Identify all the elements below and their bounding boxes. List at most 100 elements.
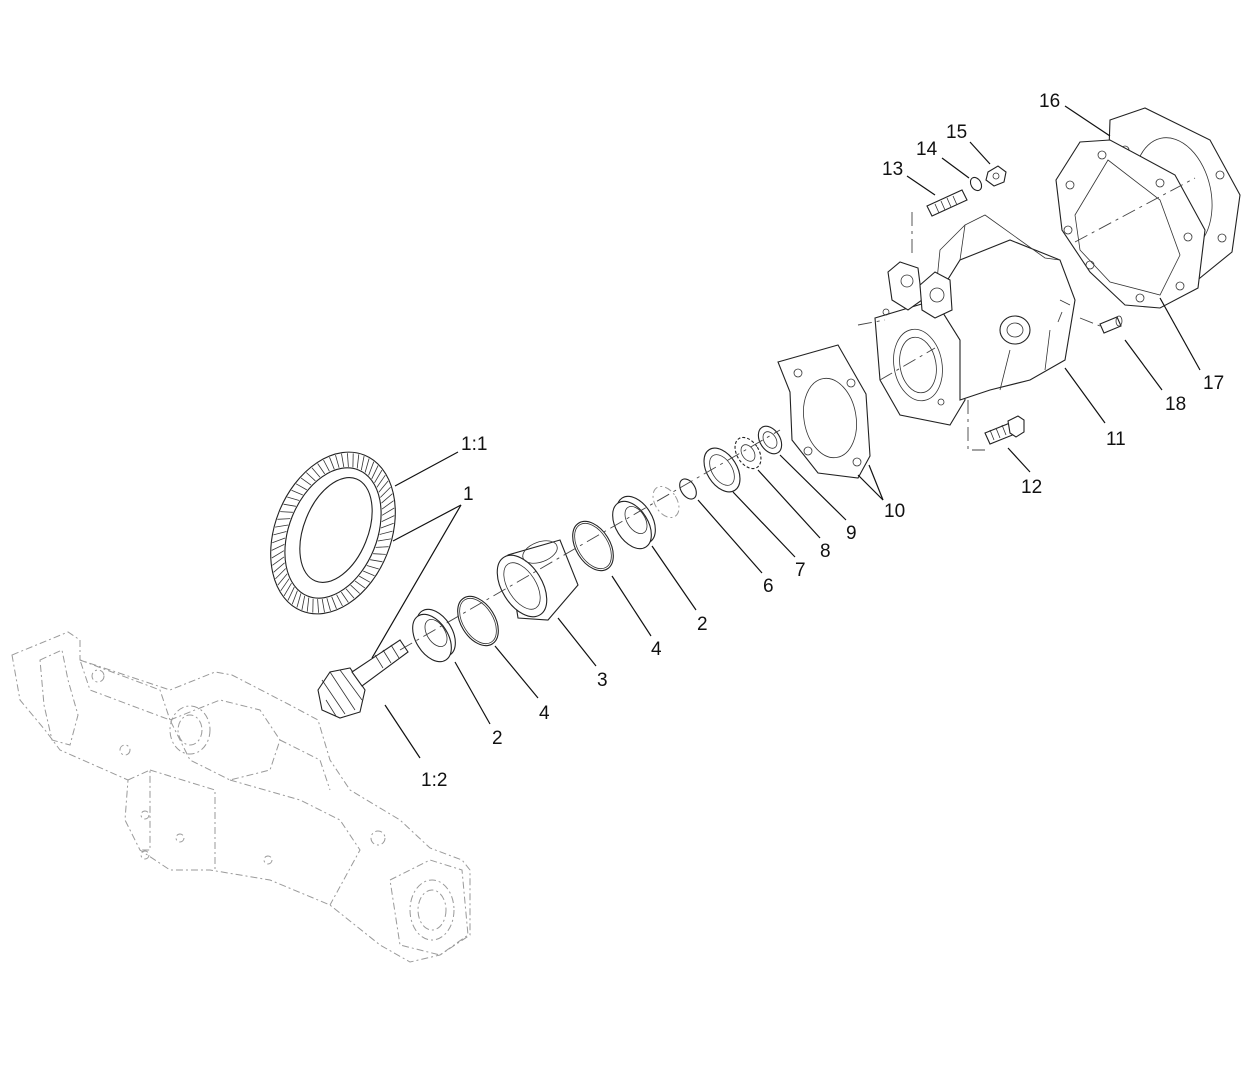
gear-tooth <box>295 483 307 491</box>
gear-tooth <box>323 459 330 472</box>
gear-tooth <box>381 515 395 522</box>
gear-tooth <box>280 511 293 513</box>
snap-ring-4b <box>572 520 614 572</box>
gear-tooth <box>311 467 321 478</box>
gear-tooth <box>354 580 366 589</box>
gear-tooth <box>360 455 365 471</box>
gear-tooth <box>363 570 375 577</box>
gear-tooth <box>283 503 296 507</box>
gear-tooth <box>321 598 325 613</box>
callout-2a: 2 <box>492 728 503 749</box>
gear-tooth <box>273 562 285 573</box>
callout-11: 11 <box>1106 429 1126 450</box>
gear-tooth <box>381 493 393 504</box>
seal-7 <box>703 447 741 493</box>
gear-tooth <box>283 582 292 597</box>
gear-tooth <box>379 530 393 535</box>
bearing-2a <box>412 608 456 663</box>
gear-tooth <box>345 588 355 599</box>
gear-tooth <box>377 538 391 542</box>
callout-16: 16 <box>1039 91 1060 112</box>
gear-tooth <box>287 586 295 601</box>
gear-tooth <box>277 573 288 586</box>
gear-tooth <box>326 598 331 612</box>
callout-4a: 4 <box>539 703 550 724</box>
callout-4b: 4 <box>651 639 662 660</box>
gear-tooth <box>380 486 391 498</box>
gear-tooth <box>271 544 285 551</box>
gear-tooth <box>356 454 360 469</box>
nut-15 <box>985 165 1007 187</box>
gear-tooth <box>374 469 383 484</box>
gear-tooth <box>271 550 285 559</box>
gear-tooth <box>370 559 383 563</box>
dowel-18 <box>1099 315 1123 334</box>
callout-9: 9 <box>846 523 857 544</box>
gear-tooth <box>366 565 379 570</box>
callout-18: 18 <box>1165 394 1186 415</box>
gear-tooth <box>273 531 287 536</box>
pinion-gear <box>317 639 409 719</box>
callout-7: 7 <box>795 560 806 581</box>
callout-8: 8 <box>820 541 831 562</box>
gasket-17 <box>1055 139 1206 309</box>
callout-3: 3 <box>597 670 608 691</box>
gear-tooth <box>306 472 316 482</box>
gear-tooth <box>280 578 290 592</box>
gear-tooth <box>275 568 286 580</box>
gear-tooth <box>335 454 340 468</box>
gear-tooth <box>329 457 335 470</box>
spacer-ghost <box>652 485 680 519</box>
callout-10: 10 <box>884 501 905 522</box>
gear-tooth <box>272 537 286 544</box>
callout-1-2: 1:2 <box>421 770 447 791</box>
callout-12: 12 <box>1021 477 1042 498</box>
gear-tooth <box>368 461 375 476</box>
gear-tooth <box>340 591 349 603</box>
callout-2b: 2 <box>697 614 708 635</box>
callout-17: 17 <box>1203 373 1224 394</box>
gear-tooth <box>277 518 291 520</box>
gear-tooth <box>291 590 298 605</box>
gear-tooth <box>341 453 345 468</box>
gear-tooth <box>376 474 386 488</box>
gear-tooth <box>275 524 289 528</box>
gear-tooth <box>300 477 312 486</box>
gear-tooth <box>364 458 370 473</box>
bolt-12 <box>984 415 1025 445</box>
axle-housing-ghost <box>11 631 471 963</box>
gear-tooth <box>317 463 326 475</box>
gear-tooth <box>378 480 389 493</box>
o-ring-6 <box>679 478 697 500</box>
gasket-10 <box>777 344 871 479</box>
gear-tooth <box>291 489 303 496</box>
assembly-centerlines <box>399 177 1196 651</box>
gear-tooth <box>306 597 310 612</box>
gear-tooth <box>373 553 386 555</box>
callouts: 1:1 1 1:2 2 4 3 4 2 6 7 8 9 10 11 12 13 … <box>421 91 1224 791</box>
stud-13 <box>926 189 968 217</box>
gear-tooth <box>350 584 360 594</box>
gear-tooth <box>359 575 371 583</box>
snap-ring-4a <box>457 595 499 647</box>
gear-tooth <box>380 522 394 529</box>
callout-6: 6 <box>763 576 774 597</box>
gear-tooth <box>347 453 349 467</box>
gear-tooth <box>381 500 394 510</box>
callout-1: 1 <box>463 484 474 505</box>
nut-9 <box>757 425 783 455</box>
gear-tooth <box>336 594 343 607</box>
ring-gear <box>270 451 396 615</box>
gear-tooth <box>287 496 300 501</box>
gear-tooth <box>381 507 395 516</box>
bearing-cage-3 <box>496 539 579 621</box>
pinion-housing-11 <box>874 214 1076 426</box>
gear-tooth <box>317 599 319 613</box>
gear-tooth <box>375 546 389 548</box>
callout-13: 13 <box>882 159 903 180</box>
callout-15: 15 <box>946 122 967 143</box>
washer-14 <box>969 176 983 192</box>
gear-tooth <box>331 596 337 609</box>
callout-14: 14 <box>916 139 938 160</box>
